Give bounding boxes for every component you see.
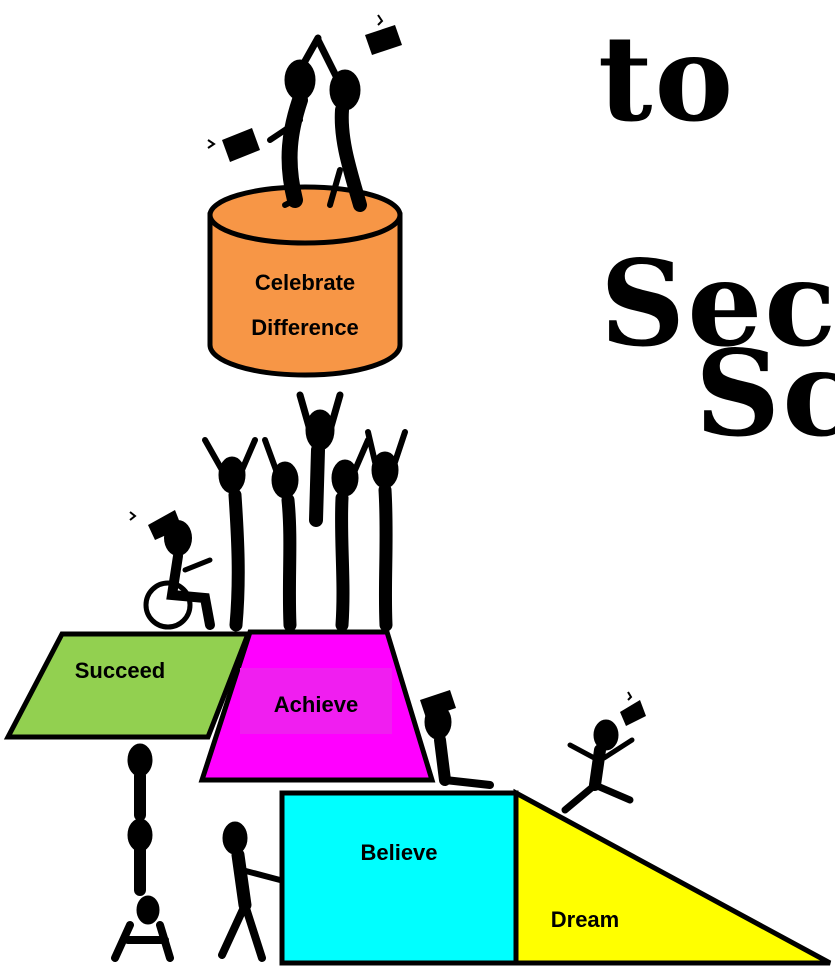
title-word-to: to [598,9,736,148]
graduation-cap-icon [420,690,456,718]
graduation-cap-icon [129,510,182,540]
figure-icon [296,391,344,527]
achieve-label: Achieve [274,692,358,717]
figure-icon [314,36,367,212]
dream-triangle: Dream [513,788,832,966]
figure-icon [202,437,258,632]
believe-rectangle: Believe [279,790,519,966]
figure-icon [218,821,283,962]
graduation-cap-icon [207,128,260,162]
achieve-trapezoid: Achieve [198,629,436,783]
title-word-sc: Sc [695,324,835,463]
succeed-parallelogram: Succeed [3,631,252,740]
believe-label: Believe [360,840,437,865]
figure-icon [262,437,299,632]
figure-icon [111,743,174,962]
celebrate-label-line2: Difference [251,315,359,340]
title-word-sec: Sec [600,234,835,373]
figure-icon [424,704,494,789]
graduation-cap-icon [365,14,402,55]
figure-icon [561,719,635,814]
succeed-label: Succeed [75,658,166,683]
figure-icon [365,429,408,632]
celebrate-cylinder: Celebrate Difference [207,184,403,378]
graduation-cap-icon [620,691,646,726]
celebrate-label-line1: Celebrate [255,270,355,295]
figure-icon [331,437,371,632]
dream-label: Dream [551,907,619,932]
figure-icon [267,34,322,208]
